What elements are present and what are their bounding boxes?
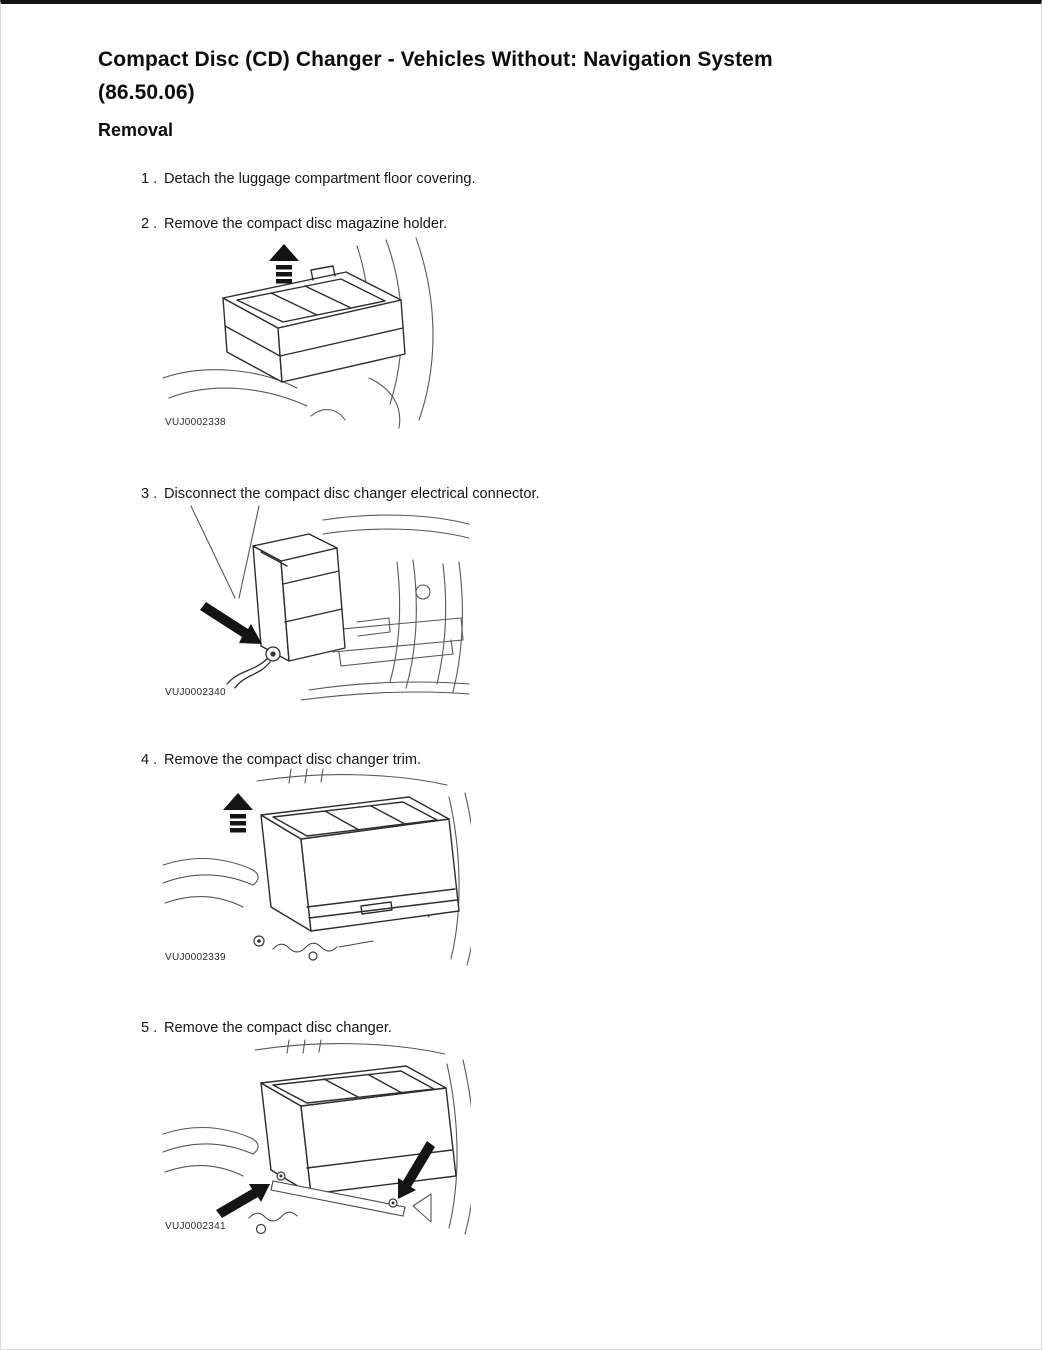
pointer-arrow-left-icon (216, 1184, 270, 1218)
electrical-connector (226, 646, 281, 689)
figure-illustration-magazine-holder (162, 237, 434, 429)
step-5-number: 5 . (141, 1020, 158, 1036)
step-2-text: Remove the compact disc magazine holder. (164, 216, 448, 232)
figure-label: VUJ0002339 (165, 952, 226, 963)
fasteners-and-cable (253, 935, 374, 961)
figure-label: VUJ0002341 (165, 1221, 226, 1232)
step-1: 1 . Detach the luggage compartment floor … (141, 171, 476, 187)
pointer-arrow-icon (200, 602, 262, 644)
page-title-line2: (86.50.06) (98, 80, 195, 104)
figure-illustration-changer (162, 1039, 471, 1235)
step-1-text: Detach the luggage compartment floor cov… (164, 171, 476, 187)
step-5-text: Remove the compact disc changer. (164, 1020, 392, 1036)
body-panel-lines (162, 1039, 471, 1235)
changer-trim-outline (260, 796, 460, 932)
step-4-number: 4 . (141, 752, 158, 768)
step-1-number: 1 . (141, 171, 158, 187)
magazine-holder-outline (222, 265, 406, 383)
cd-changer-outline (252, 533, 346, 662)
page-title: Compact Disc (CD) Changer - Vehicles Wit… (98, 44, 938, 109)
pointer-arrow-right-icon (398, 1141, 435, 1199)
figure-magazine-holder: VUJ0002338 (161, 236, 461, 434)
figure-changer-removal: VUJ0002341 (161, 1038, 471, 1238)
fasteners-and-cable (248, 1171, 406, 1235)
figure-label: VUJ0002338 (165, 417, 226, 428)
body-panel-lines (162, 237, 434, 429)
up-arrow-icon (269, 244, 299, 284)
step-3-text: Disconnect the compact disc changer elec… (164, 486, 540, 502)
cd-changer-outline (260, 1065, 457, 1195)
up-arrow-icon (223, 793, 253, 833)
step-3: 3 . Disconnect the compact disc changer e… (141, 486, 540, 502)
step-2: 2 . Remove the compact disc magazine hold… (141, 216, 447, 232)
step-5: 5 . Remove the compact disc changer. (141, 1020, 392, 1036)
figure-changer-trim: VUJ0002339 (161, 767, 471, 969)
figure-illustration-connector (190, 505, 470, 701)
step-4: 4 . Remove the compact disc changer trim. (141, 752, 421, 768)
page-title-line1: Compact Disc (CD) Changer - Vehicles Wit… (98, 48, 773, 71)
step-4-text: Remove the compact disc changer trim. (164, 752, 422, 768)
section-heading: Removal (98, 120, 174, 140)
figure-electrical-connector: VUJ0002340 (161, 504, 471, 704)
figure-label: VUJ0002340 (165, 687, 226, 698)
body-panel-lines (190, 505, 470, 701)
step-3-number: 3 . (141, 486, 158, 502)
step-2-number: 2 . (141, 216, 158, 232)
figure-illustration-trim (162, 768, 471, 966)
